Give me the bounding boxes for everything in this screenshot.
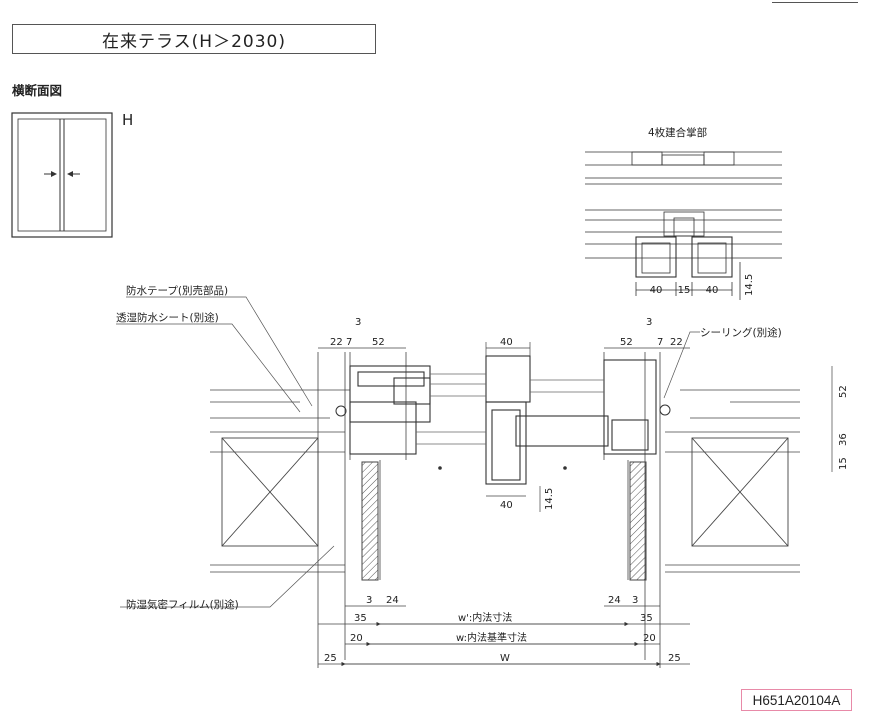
dim-7-left: 7 — [346, 337, 352, 348]
dim-3-left: 3 — [355, 317, 361, 328]
thumb-label: H — [122, 111, 133, 129]
callout-breathable-sheet: 透湿防水シート(別途) — [116, 311, 219, 324]
callout-leaders — [116, 296, 700, 608]
detail-dim-40b: 40 — [706, 285, 719, 296]
dim-14-5-center: 14.5 — [544, 488, 555, 510]
dim-52-vert: 52 — [838, 385, 849, 398]
dim-22-left: 22 — [330, 337, 343, 348]
dim-3-bottom-right: 3 — [632, 595, 638, 606]
dim-3-bottom-left: 3 — [366, 595, 372, 606]
callout-waterproof-tape: 防水テープ(別売部品) — [126, 284, 228, 297]
dim-20-right: 20 — [643, 633, 656, 644]
dim-35-right: 35 — [640, 613, 653, 624]
frame-verticals — [317, 352, 661, 668]
right-seal — [659, 404, 671, 416]
window-thumbnail — [11, 112, 113, 238]
page-title: 在来テラス(H＞2030) — [12, 24, 376, 54]
dim-52-left: 52 — [372, 337, 385, 348]
drawing-code: H651A20104A — [741, 689, 852, 711]
left-interior-board — [361, 461, 379, 581]
left-seal — [335, 405, 347, 417]
dim-7-right: 7 — [657, 337, 663, 348]
dim-35-left: 35 — [354, 613, 367, 624]
dim-inner-size: w':内法寸法 — [458, 611, 512, 624]
right-interior-board — [629, 461, 647, 581]
dim-20-left: 20 — [350, 633, 363, 644]
dim-40-bottom: 40 — [500, 500, 513, 511]
screw-left-icon — [438, 466, 442, 470]
detail-dim-40a: 40 — [650, 285, 663, 296]
dim-22-right: 22 — [670, 337, 683, 348]
meeting-detail — [585, 151, 782, 300]
wall-lines — [210, 389, 800, 573]
dim-3-right: 3 — [646, 317, 652, 328]
drawing-code-text: H651A20104A — [752, 692, 841, 708]
page-title-text: 在来テラス(H＞2030) — [102, 31, 286, 52]
detail-title: 4枚建合掌部 — [648, 126, 707, 139]
left-stud — [221, 437, 319, 547]
dim-36-vert: 36 — [838, 433, 849, 446]
dim-overall: W — [500, 653, 510, 664]
bottom-dims — [318, 605, 690, 667]
glass-lines — [416, 373, 604, 445]
section-label: 横断面図 — [12, 83, 63, 98]
dim-25-right: 25 — [668, 653, 681, 664]
dim-40-top: 40 — [500, 337, 513, 348]
detail-dim-14-5: 14.5 — [744, 274, 755, 296]
detail-dim-15: 15 — [678, 285, 691, 296]
top-dims — [318, 342, 690, 356]
callout-sealing: シーリング(別途) — [700, 326, 782, 339]
dim-24-right: 24 — [608, 595, 621, 606]
screw-right-icon — [563, 466, 567, 470]
right-stud — [691, 437, 789, 547]
top-rule — [772, 2, 858, 3]
dim-inner-base-size: w:内法基準寸法 — [456, 631, 527, 644]
dim-25-left: 25 — [324, 653, 337, 664]
dim-24-left: 24 — [386, 595, 399, 606]
dim-52-right: 52 — [620, 337, 633, 348]
callout-moisture-film: 防湿気密フィルム(別途) — [126, 598, 239, 611]
dim-15-vert: 15 — [838, 457, 849, 470]
sash-frames — [349, 355, 657, 485]
